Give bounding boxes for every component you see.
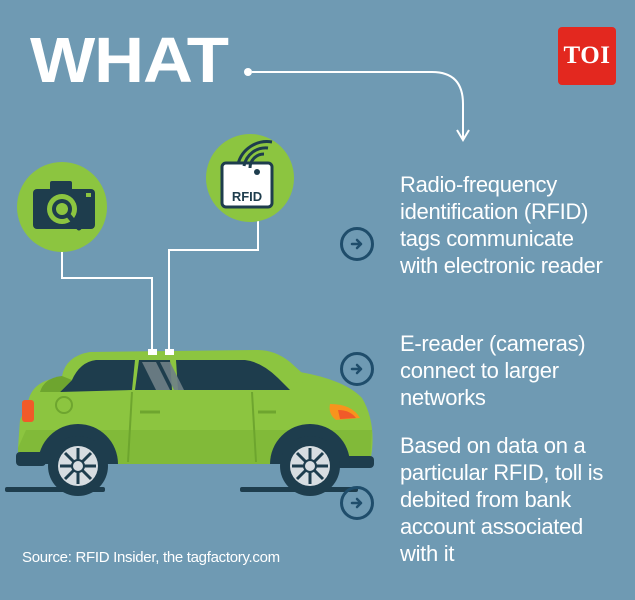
point-text: Radio-frequency identification (RFID) ta…	[400, 172, 603, 278]
front-wheel-icon	[280, 436, 340, 496]
arrow-right-circle-icon	[340, 227, 374, 261]
point-text: E-reader (cameras) connect to larger net…	[400, 331, 586, 410]
toi-logo: TOI	[558, 27, 616, 85]
point-rfid-tags: Radio-frequency identification (RFID) ta…	[340, 171, 630, 279]
arrow-right-circle-icon	[340, 486, 374, 520]
point-text: Based on data on a particular RFID, toll…	[400, 433, 604, 566]
arrow-right-circle-icon	[340, 352, 374, 386]
rear-wheel-icon	[48, 436, 108, 496]
headline: WHAT	[30, 24, 229, 96]
source-credit: Source: RFID Insider, the tagfactory.com	[22, 549, 280, 566]
rfid-tag-icon: RFID	[206, 134, 294, 222]
icon-connectors	[61, 213, 259, 352]
camera-icon	[17, 162, 107, 252]
pointer-connector	[244, 68, 470, 142]
logo-text: TOI	[563, 42, 611, 69]
point-e-reader: E-reader (cameras) connect to larger net…	[340, 330, 630, 411]
rfid-tag-label: RFID	[232, 189, 262, 204]
point-toll-debit: Based on data on a particular RFID, toll…	[340, 432, 630, 567]
